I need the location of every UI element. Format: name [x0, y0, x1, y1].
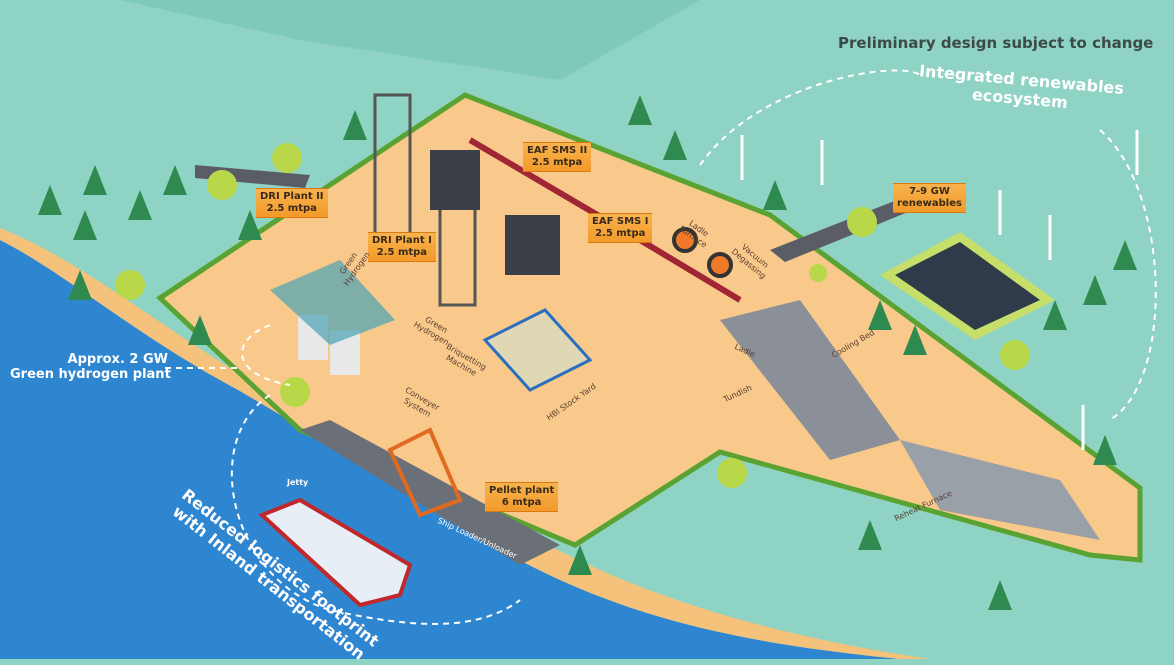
plant-name: EAF SMS II [527, 145, 588, 156]
plant-capacity: 2.5 mtpa [266, 203, 317, 214]
label-jetty: Jetty [287, 478, 309, 487]
ship [258, 497, 413, 608]
plant-capacity: 2.5 mtpa [376, 247, 428, 258]
plant-capacity: 6 mtpa [501, 497, 542, 508]
callout-line: Green hydrogen plant [10, 367, 171, 382]
callout-line: Approx. 2 GW [67, 352, 168, 367]
plant-name: DRI Plant I [372, 235, 432, 246]
hydrogen-plant-callout: Approx. 2 GW Green hydrogen plant [10, 352, 171, 382]
sea [0, 240, 900, 659]
plant-capacity: renewables [897, 198, 962, 209]
plant-name: 7-9 GW [909, 186, 950, 197]
plant-capacity: 2.5 mtpa [595, 228, 646, 239]
plant-name: DRI Plant II [260, 191, 324, 202]
plant-name: Pellet plant [489, 485, 555, 496]
plant-capacity: 2.5 mtpa [531, 157, 583, 168]
plant-name: EAF SMS I [592, 216, 649, 227]
design-disclaimer: Preliminary design subject to change [838, 34, 1154, 52]
